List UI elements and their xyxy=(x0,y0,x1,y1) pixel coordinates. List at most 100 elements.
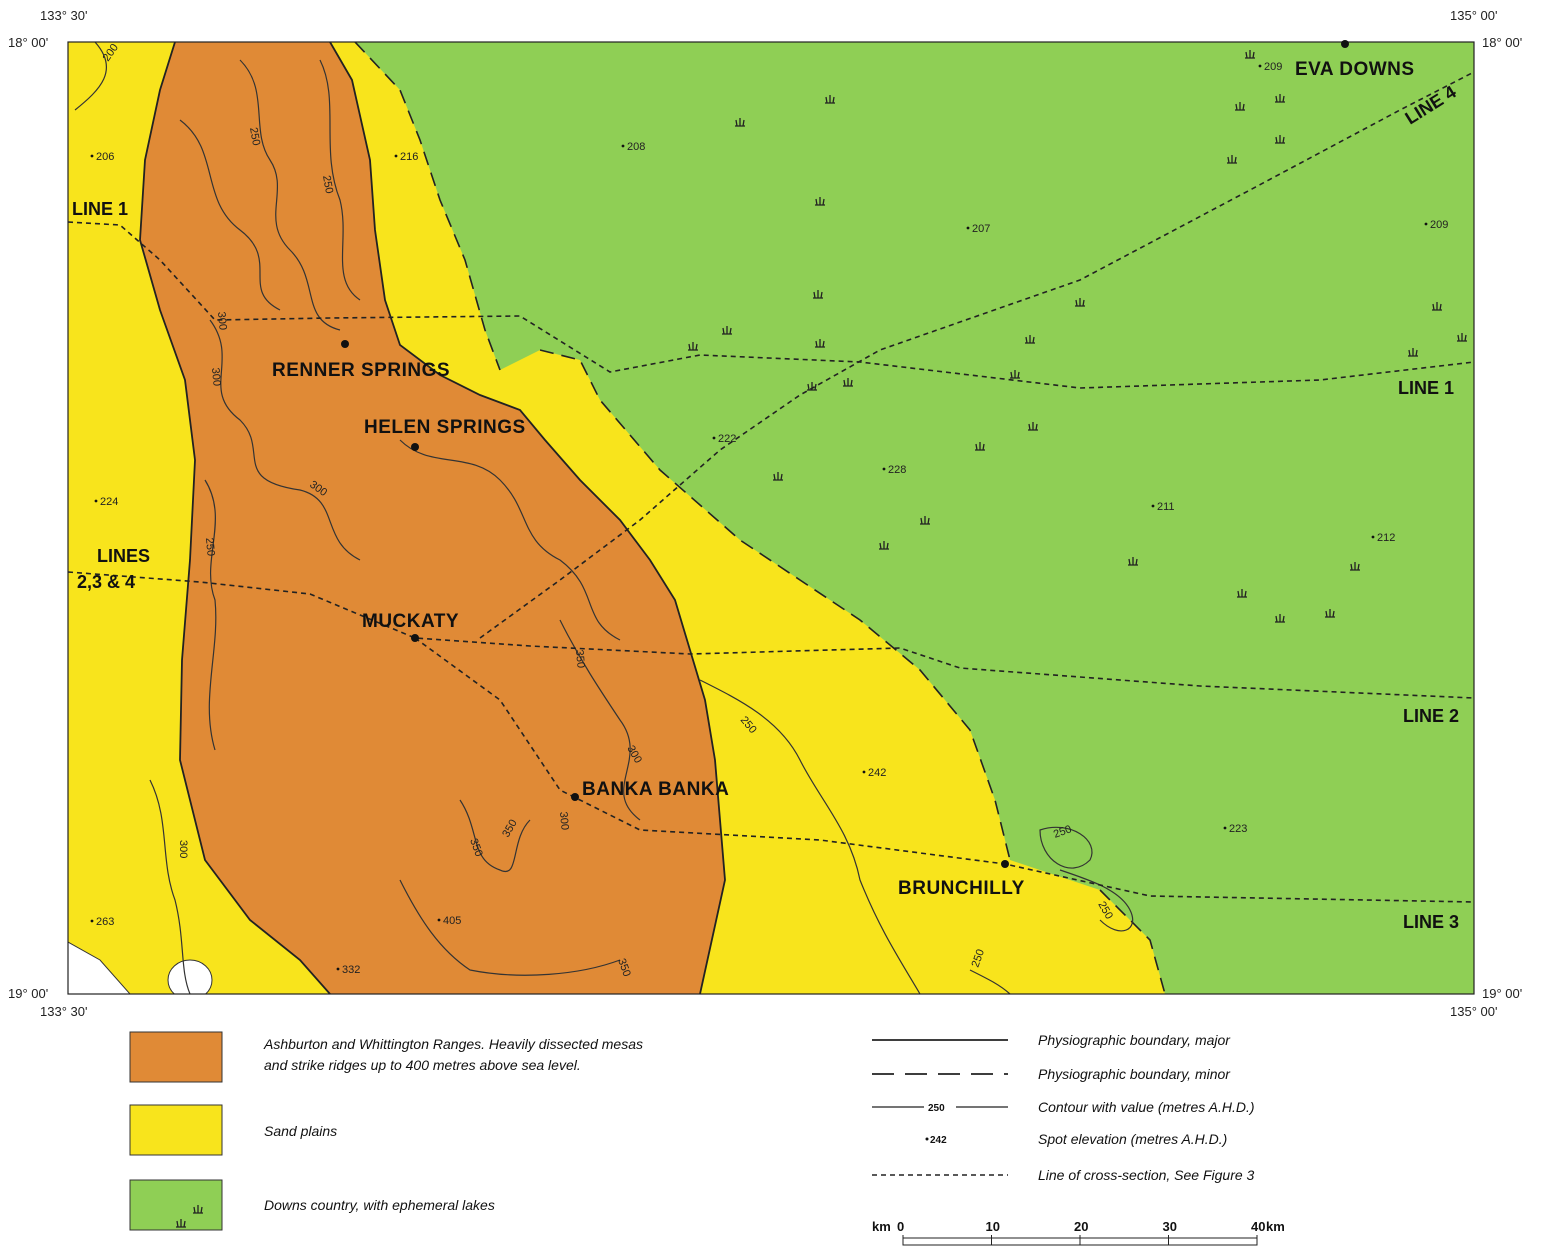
contour-value-label: 300 xyxy=(215,311,229,330)
contour-value-label: 250 xyxy=(320,174,335,194)
spot-elevation-label: 216 xyxy=(400,151,418,163)
ephemeral-lake-icon xyxy=(843,378,853,387)
contour-value-label: 250 xyxy=(203,537,217,556)
ephemeral-lake-icon xyxy=(1408,348,1418,357)
ephemeral-lake-icon xyxy=(1128,557,1138,566)
spot-elevation-label: 263 xyxy=(96,916,114,928)
spot-elevation-dot xyxy=(437,918,441,922)
legend-boundary-major: Physiographic boundary, major xyxy=(1038,1032,1231,1048)
spot-elevation-dot xyxy=(336,967,340,971)
contour-lines xyxy=(74,42,1134,994)
ephemeral-lake-icon xyxy=(773,472,783,481)
ephemeral-lake-icon xyxy=(1237,589,1247,598)
legend-downs: Downs country, with ephemeral lakes xyxy=(264,1197,495,1213)
legend-swatch-downs xyxy=(129,1179,223,1231)
ephemeral-lake-icon xyxy=(815,197,825,206)
spot-elevation-dot xyxy=(712,436,716,440)
legend-spot-dot xyxy=(925,1137,929,1141)
spot-elevation-label: 405 xyxy=(443,915,461,927)
ephemeral-lake-icon xyxy=(1275,614,1285,623)
label-lines-234-a: LINES xyxy=(97,546,150,566)
cross-section-line-4 xyxy=(479,71,1474,639)
place-markers xyxy=(341,40,1349,868)
spot-elevation-label: 242 xyxy=(868,767,886,779)
contour-line xyxy=(204,479,217,751)
legend-spot-sample: 242 xyxy=(930,1135,947,1146)
place-banka-banka: BANKA BANKA xyxy=(582,779,729,800)
coord-top-right-lat: 18° 00' xyxy=(1482,35,1522,50)
spot-elevation-label: 207 xyxy=(972,223,990,235)
contour-value-label: 250 xyxy=(247,126,262,146)
contour-value-label: 350 xyxy=(573,649,587,668)
coord-top-left-lat: 18° 00' xyxy=(8,35,48,50)
eva-downs-marker xyxy=(1341,40,1349,48)
contour-line xyxy=(319,59,361,301)
ephemeral-lake-icon xyxy=(879,541,889,550)
place-helen-springs: HELEN SPRINGS xyxy=(364,417,526,438)
contour-value-label: 250 xyxy=(970,948,988,969)
contour-line xyxy=(559,619,641,821)
cross-section-line-2 xyxy=(68,571,1474,699)
spot-elevation-dot xyxy=(862,770,866,774)
ephemeral-lake-icon xyxy=(1245,50,1255,59)
legend-ranges-line1: Ashburton and Whittington Ranges. Heavil… xyxy=(263,1036,643,1052)
spot-elevation-label: 209 xyxy=(1430,219,1448,231)
contour-line xyxy=(179,119,281,311)
ephemeral-lake-icon xyxy=(1275,135,1285,144)
ephemeral-lake-icon xyxy=(1028,422,1038,431)
contour-line xyxy=(459,799,531,873)
renner-springs-marker xyxy=(341,340,349,348)
ephemeral-lake-symbols xyxy=(688,50,1467,623)
contour-value-label: 300 xyxy=(177,840,189,858)
ephemeral-lake-icon xyxy=(815,339,825,348)
label-line-1-left: LINE 1 xyxy=(72,199,128,219)
spot-elevation-label: 332 xyxy=(342,964,360,976)
spot-elevation-label: 208 xyxy=(627,141,645,153)
lake xyxy=(167,959,213,994)
legend-swatch-sand xyxy=(129,1104,223,1156)
contour-line xyxy=(149,779,191,994)
cross-section-lines xyxy=(68,71,1474,903)
minor-boundary xyxy=(1099,889,1166,994)
contour-value-label: 300 xyxy=(209,367,223,386)
cross-section-line-1 xyxy=(68,221,1474,389)
contour-line xyxy=(209,319,361,561)
spot-elevation-label: 211 xyxy=(1157,501,1175,513)
ephemeral-lake-icon xyxy=(1275,94,1285,103)
contour-value-label: 300 xyxy=(557,811,571,830)
cross-section-line-3 xyxy=(414,637,1474,903)
coord-bottom-left-lat: 19° 00' xyxy=(8,986,48,1001)
contour-line xyxy=(399,879,621,976)
coord-bottom-right-lat: 19° 00' xyxy=(1482,986,1522,1001)
spot-elevation-dot xyxy=(90,919,94,923)
ephemeral-lake-icon xyxy=(975,442,985,451)
legend-boundary-minor: Physiographic boundary, minor xyxy=(1038,1066,1231,1082)
contour-line xyxy=(1059,869,1134,932)
label-lines-234-b: 2,3 & 4 xyxy=(77,572,135,592)
label-line-2: LINE 2 xyxy=(1403,706,1459,726)
spot-elevation-dot xyxy=(394,154,398,158)
ephemeral-lake-icon xyxy=(813,290,823,299)
spot-elevation-label: 223 xyxy=(1229,823,1247,835)
ephemeral-lake-icon xyxy=(1075,298,1085,307)
legend-contour-sample: 250 xyxy=(928,1103,945,1114)
ephemeral-lake-icon xyxy=(688,342,698,351)
spot-elevation-label: 206 xyxy=(96,151,114,163)
scale-tick-label: 0 xyxy=(897,1219,904,1234)
legend-cross-section: Line of cross-section, See Figure 3 xyxy=(1038,1167,1255,1183)
spot-elevation-label: 224 xyxy=(100,496,118,508)
ephemeral-lake-icon xyxy=(825,95,835,104)
place-eva-downs: EVA DOWNS xyxy=(1295,59,1415,80)
ephemeral-lake-icon xyxy=(807,382,817,391)
ephemeral-lake-icon xyxy=(722,326,732,335)
spot-elevation-dot xyxy=(1223,826,1227,830)
spot-elevation-label: 212 xyxy=(1377,532,1395,544)
place-brunchilly: BRUNCHILLY xyxy=(898,878,1025,899)
ephemeral-lake-icon xyxy=(920,516,930,525)
ephemeral-lake-icon xyxy=(193,1205,203,1214)
contour-line xyxy=(699,679,921,994)
map-frame xyxy=(67,41,1475,995)
